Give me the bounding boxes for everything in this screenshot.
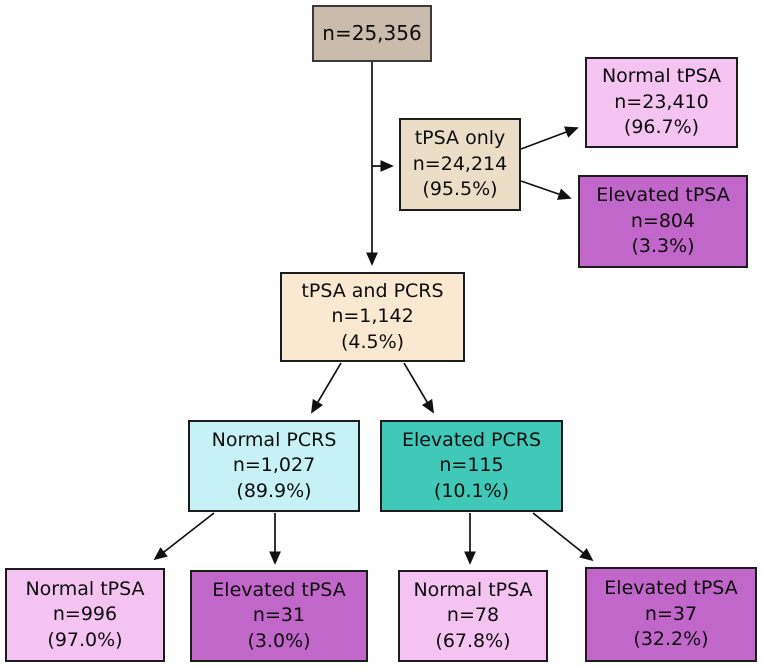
node-count: n=1,142 [331,305,414,328]
node-tpsa-and-pcrs: tPSA and PCRS n=1,142 (4.5%) [280,272,465,362]
node-title: Elevated tPSA [604,577,738,600]
node-count: n=25,356 [322,21,422,46]
node-normalpcrs-elevated-tpsa: Elevated tPSA n=31 (3.0%) [190,570,368,662]
arrow-pcrs-to-normalpcrs [311,362,342,414]
node-percent: (3.3%) [631,235,695,258]
arrow-epcrs-to-elevatedtpsa [532,512,594,562]
node-title: Normal PCRS [211,428,337,451]
node-title: Elevated tPSA [596,184,730,207]
node-count: n=31 [252,604,306,627]
node-percent: (89.9%) [236,479,312,502]
node-percent: (95.5%) [422,178,498,201]
node-count: n=37 [644,602,698,625]
node-percent: (10.1%) [433,479,510,502]
node-elevatedpcrs-elevated-tpsa: Elevated tPSA n=37 (32.2%) [585,567,757,662]
node-tpsaonly-normal-tpsa: Normal tPSA n=23,410 (96.7%) [585,57,738,148]
node-total-cohort: n=25,356 [312,5,432,62]
node-title: Normal tPSA [25,577,145,600]
arrow-pcrs-to-elevatedpcrs [403,362,434,414]
node-normal-pcrs: Normal PCRS n=1,027 (89.9%) [188,420,360,512]
node-tpsa-only: tPSA only n=24,214 (95.5%) [399,118,521,211]
node-percent: (4.5%) [340,330,405,353]
node-count: n=1,027 [232,454,316,477]
node-percent: (96.7%) [623,116,700,139]
node-title: Elevated PCRS [401,428,542,451]
node-count: n=78 [446,604,500,627]
node-elevatedpcrs-normal-tpsa: Normal tPSA n=78 (67.8%) [398,570,548,662]
node-normalpcrs-normal-tpsa: Normal tPSA n=996 (97.0%) [5,568,165,662]
node-title: Normal tPSA [601,65,722,88]
node-elevated-pcrs: Elevated PCRS n=115 (10.1%) [380,420,563,512]
node-title: Elevated tPSA [212,578,346,601]
arrow-tpsaonly-to-normal [520,126,579,150]
node-percent: (97.0%) [47,628,123,651]
node-title: tPSA and PCRS [301,279,444,302]
node-count: n=804 [630,209,696,232]
node-title: tPSA only [414,127,506,150]
node-count: n=115 [439,454,504,477]
node-percent: (3.0%) [247,629,311,652]
arrow-npcrs-to-normaltpsa [153,512,215,561]
node-count: n=996 [52,603,118,626]
node-count: n=23,410 [614,90,709,113]
node-title: Normal tPSA [413,578,533,601]
node-percent: (67.8%) [435,629,511,652]
node-percent: (32.2%) [633,628,709,651]
node-tpsaonly-elevated-tpsa: Elevated tPSA n=804 (3.3%) [578,175,748,268]
node-count: n=24,214 [412,152,508,175]
arrow-tpsaonly-to-elevated [520,180,572,200]
